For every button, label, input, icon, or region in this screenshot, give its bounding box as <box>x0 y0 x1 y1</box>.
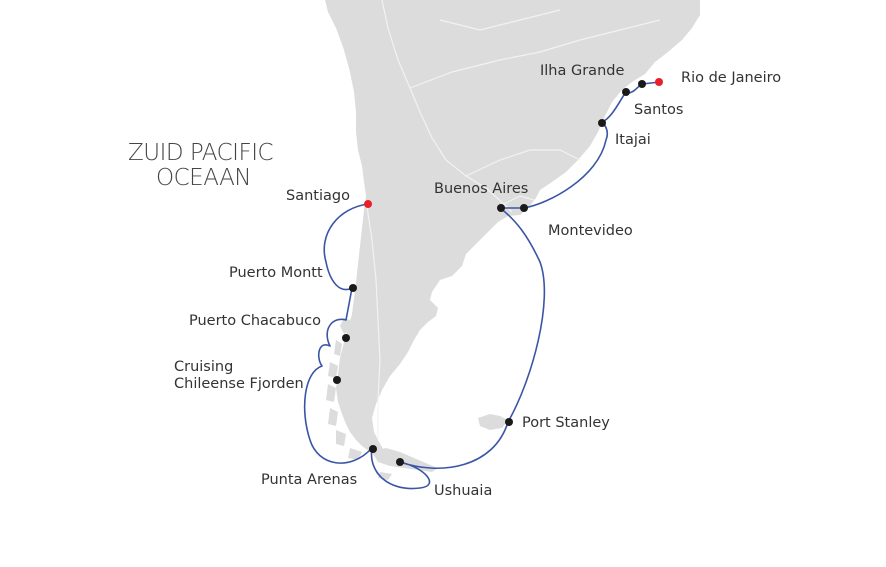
label-santos: Santos <box>634 102 683 118</box>
port-marker-montevideo[interactable] <box>520 204 528 212</box>
country-borders <box>365 0 661 440</box>
port-marker-santos[interactable] <box>622 88 630 96</box>
port-marker-puerto-montt[interactable] <box>349 284 357 292</box>
label-punta-arenas: Punta Arenas <box>261 472 357 488</box>
port-marker-ilha-grande[interactable] <box>638 80 646 88</box>
port-marker-port-stanley[interactable] <box>505 418 513 426</box>
cruise-route-line <box>303 81 661 490</box>
label-buenos-aires: Buenos Aires <box>434 181 528 197</box>
label-puerto-chacabuco: Puerto Chacabuco <box>189 313 321 329</box>
label-cruising-line2: Chileense Fjorden <box>174 376 304 392</box>
label-santiago: Santiago <box>286 188 350 204</box>
port-marker-ushuaia[interactable] <box>396 458 404 466</box>
ocean-label-line2: OCEAAN <box>156 165 251 191</box>
tierra-del-fuego <box>372 448 438 472</box>
port-marker-puerto-chacabuco[interactable] <box>342 334 350 342</box>
ocean-label-line1: ZUID PACIFIC <box>128 140 273 166</box>
label-ushuaia: Ushuaia <box>434 483 492 499</box>
port-marker-buenos-aires[interactable] <box>497 204 505 212</box>
falkland-islands <box>478 414 508 430</box>
label-cruising-line1: Cruising <box>174 359 233 375</box>
port-markers <box>333 78 663 466</box>
port-marker-santiago[interactable] <box>364 200 372 208</box>
port-marker-cruising-fjords[interactable] <box>333 376 341 384</box>
label-ilha-grande: Ilha Grande <box>540 63 624 79</box>
port-marker-rio-de-janeiro[interactable] <box>655 78 663 86</box>
label-puerto-montt: Puerto Montt <box>229 265 323 281</box>
south-america-landmass <box>325 0 700 456</box>
port-marker-punta-arenas[interactable] <box>369 445 377 453</box>
label-montevideo: Montevideo <box>548 223 633 239</box>
label-port-stanley: Port Stanley <box>522 415 610 431</box>
label-itajai: Itajai <box>615 132 651 148</box>
port-marker-itajai[interactable] <box>598 119 606 127</box>
label-rio-de-janeiro: Rio de Janeiro <box>681 70 781 86</box>
